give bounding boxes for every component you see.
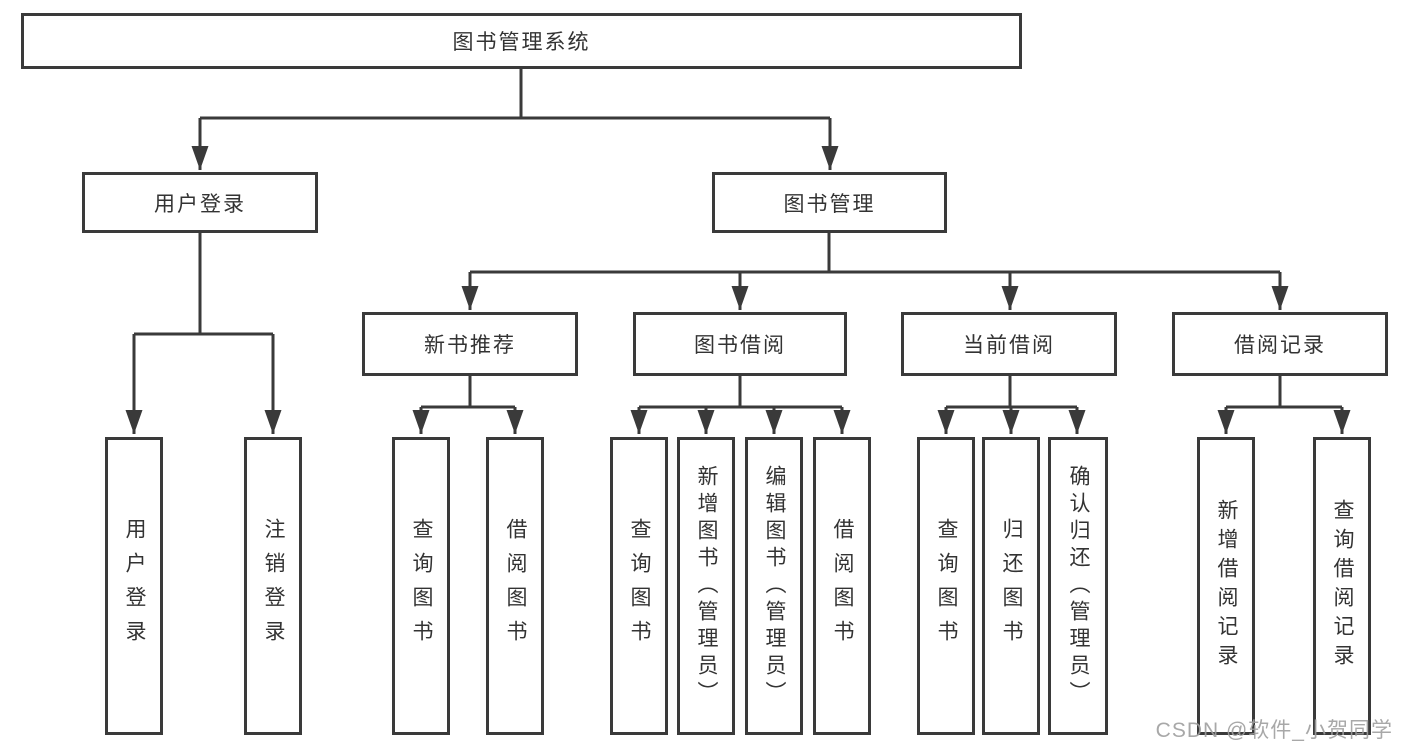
leaf-logout: 注销登录 [244, 437, 302, 735]
leaf-return-books: 归还图书 [982, 437, 1040, 735]
leaf-query-books-3: 查询图书 [917, 437, 975, 735]
leaf-add-borrow-record: 新增借阅记录 [1197, 437, 1255, 735]
node-library-system: 图书管理系统 [21, 13, 1022, 69]
csdn-watermark: CSDN @软件_小贺同学 [1155, 719, 1393, 742]
leaf-borrow-books-2: 借阅图书 [813, 437, 871, 735]
connector-book-borrow-to-leaves [630, 376, 851, 434]
leaf-add-books-admin: 新增图书（管理员） [677, 437, 735, 735]
node-book-borrowing: 图书借阅 [633, 312, 847, 376]
leaf-confirm-return-admin: 确认归还（管理员） [1048, 437, 1108, 735]
node-book-management: 图书管理 [712, 172, 947, 233]
leaf-borrow-books-1: 借阅图书 [486, 437, 544, 735]
connector-book-mgmt-to-level3 [461, 233, 1289, 310]
leaf-query-books-1: 查询图书 [392, 437, 450, 735]
node-user-login: 用户登录 [82, 172, 318, 233]
connector-user-login-to-leaves [125, 233, 282, 434]
leaf-edit-books-admin: 编辑图书（管理员） [745, 437, 803, 735]
node-borrowing-records: 借阅记录 [1172, 312, 1388, 376]
node-new-book-recommendation: 新书推荐 [362, 312, 578, 376]
connector-new-book-rec-to-leaves [412, 376, 524, 434]
connector-current-borrow-to-leaves [937, 376, 1086, 434]
connector-borrow-records-to-leaves [1217, 376, 1351, 434]
leaf-user-login: 用户登录 [105, 437, 163, 735]
node-current-borrowing: 当前借阅 [901, 312, 1117, 376]
leaf-query-borrow-record: 查询借阅记录 [1313, 437, 1371, 735]
leaf-query-books-2: 查询图书 [610, 437, 668, 735]
connector-root-to-level2 [191, 69, 839, 170]
